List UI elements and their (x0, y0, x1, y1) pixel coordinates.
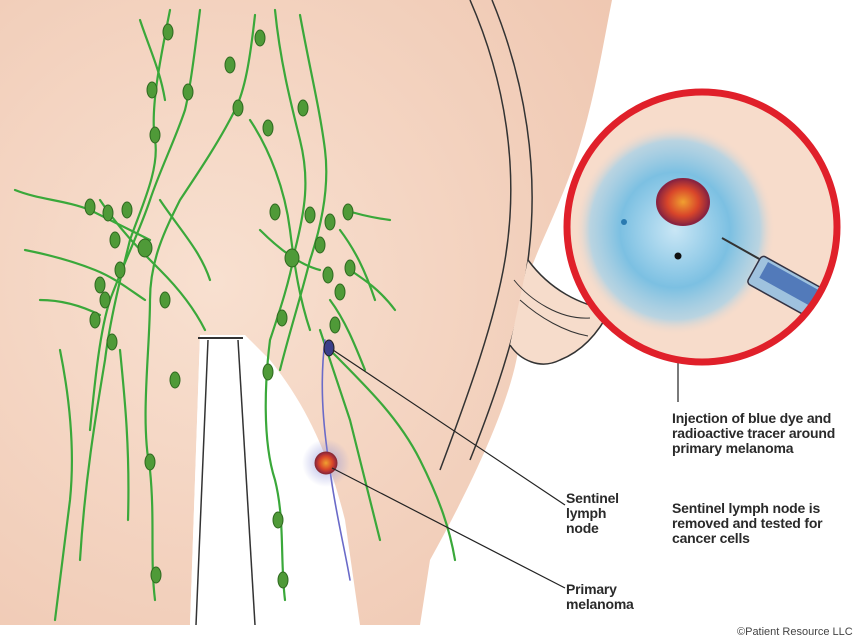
label-node-removed: Sentinel lymph node is removed and teste… (672, 501, 822, 546)
sentinel-node-marker (324, 340, 334, 356)
label-primary-melanoma: Primary melanoma (566, 582, 634, 612)
label-sentinel-node: Sentinel lymph node (566, 491, 619, 536)
body-silhouette (0, 0, 612, 625)
copyright-notice: ©Patient Resource LLC (737, 626, 853, 638)
melanoma-lesion (302, 439, 350, 487)
label-injection: Injection of blue dye and radioactive tr… (672, 411, 835, 456)
magnified-inset (567, 92, 854, 362)
